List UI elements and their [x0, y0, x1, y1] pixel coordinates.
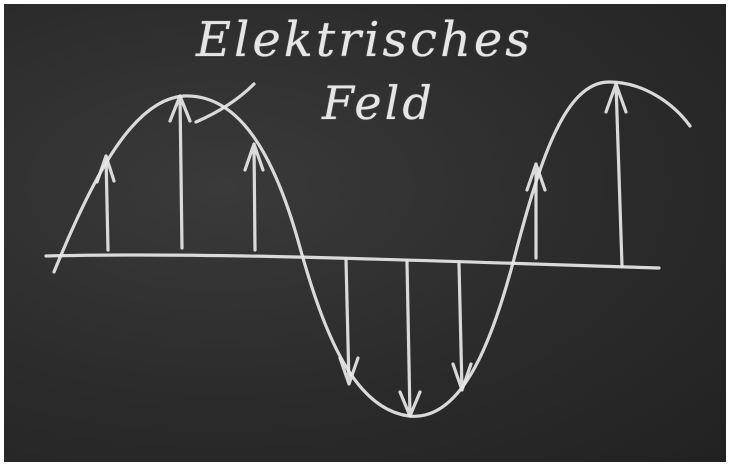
label-feld: Feld	[322, 76, 435, 130]
arrow-up-3	[243, 142, 265, 252]
arrow-down-1	[338, 258, 360, 386]
field-drawing	[44, 80, 692, 418]
arrow-down-2	[398, 260, 422, 418]
axis-line	[44, 253, 661, 270]
arrow-up-5	[604, 82, 628, 268]
arrow-up-4	[525, 162, 547, 260]
upward-arrows	[95, 82, 628, 268]
sine-wave	[52, 80, 692, 418]
label-elektrisches: Elektrisches	[196, 12, 533, 68]
arrow-up-2	[168, 94, 192, 250]
label-pointer	[194, 82, 256, 124]
chalkboard: Elektrisches Feld	[4, 4, 726, 462]
arrow-down-3	[451, 262, 473, 392]
arrow-up-1	[95, 154, 116, 252]
downward-arrows	[338, 258, 473, 418]
